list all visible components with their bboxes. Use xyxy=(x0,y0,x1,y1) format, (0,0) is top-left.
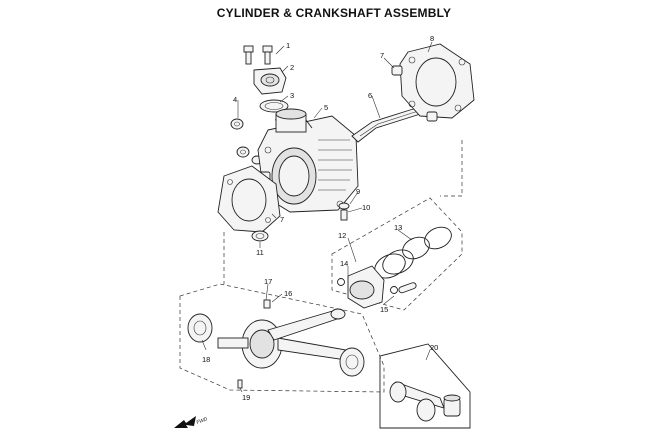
part-2-tensioner xyxy=(253,67,287,95)
callout-16: 16 xyxy=(284,289,292,298)
diagram-title: CYLINDER & CRANKSHAFT ASSEMBLY xyxy=(216,6,452,20)
callout-19: 19 xyxy=(242,393,250,402)
callout-15: 15 xyxy=(380,305,388,314)
part-1-bolts xyxy=(243,45,273,65)
callout-8: 8 xyxy=(430,34,434,43)
callout-17: 17 xyxy=(264,277,272,286)
callout-3: 3 xyxy=(290,91,294,100)
fwd-arrow-icon: FWD xyxy=(174,416,209,428)
callouts: 1 2 3 4 5 6 7 8 9 10 11 12 13 14 15 16 1… xyxy=(202,34,438,402)
piston-group xyxy=(331,197,463,311)
part-3-oring xyxy=(259,99,289,113)
callout-7: 7 xyxy=(380,51,384,60)
callout-18: 18 xyxy=(202,355,210,364)
callout-4: 4 xyxy=(233,95,237,104)
guide-line-upper xyxy=(223,140,463,284)
part-9-10-bolt xyxy=(338,202,350,221)
fwd-label: FWD xyxy=(196,416,209,426)
callout-14: 14 xyxy=(340,259,348,268)
callout-9: 9 xyxy=(356,187,360,196)
callout-2: 2 xyxy=(290,63,294,72)
callout-20: 20 xyxy=(430,343,438,352)
part-19-pin xyxy=(237,379,243,389)
part-8-gasket xyxy=(399,43,475,119)
callout-1: 1 xyxy=(286,41,290,50)
part-base-gasket xyxy=(217,165,281,233)
callout-11: 11 xyxy=(256,248,264,257)
part-4-nuts xyxy=(230,118,263,165)
callout-13: 13 xyxy=(394,223,402,232)
part-20-conrod-kit xyxy=(379,343,471,429)
crankshaft-group xyxy=(179,283,385,393)
part-11-oring xyxy=(251,230,269,242)
callout-7-lower: 7 xyxy=(280,215,284,224)
leader-lines xyxy=(201,41,433,393)
part-5-cylinder-block xyxy=(257,108,359,213)
callout-5: 5 xyxy=(324,103,328,112)
callout-12: 12 xyxy=(338,231,346,240)
callout-6: 6 xyxy=(368,91,372,100)
callout-10: 10 xyxy=(362,203,370,212)
